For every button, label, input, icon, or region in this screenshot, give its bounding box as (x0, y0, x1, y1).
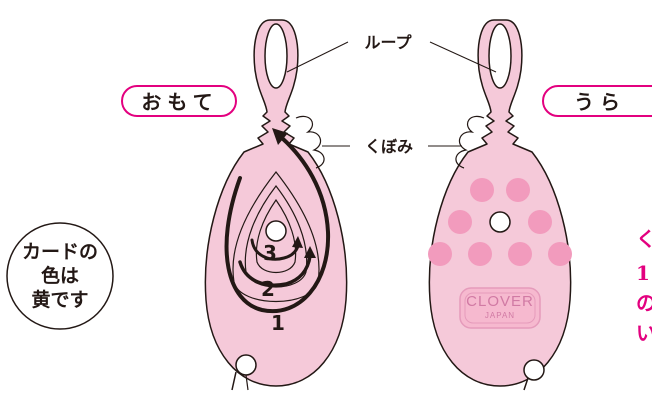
note-line-2: 色は (41, 264, 79, 287)
side-text-2: 1 (636, 261, 650, 285)
note-circle (6, 222, 114, 330)
arrow-path-1 (224, 136, 331, 314)
note-line-3: 黄です (31, 288, 88, 311)
front-pill-shape (121, 85, 237, 117)
side-text-1: く (636, 227, 652, 251)
back-dot (506, 178, 530, 202)
back-pill: うら (542, 85, 652, 117)
front-bottom-slit (231, 371, 237, 391)
dent-scribble-right (455, 115, 485, 169)
back-bottom-slit (523, 377, 529, 391)
back-dot (548, 242, 572, 266)
front-guide-outer (232, 171, 320, 303)
front-bottom-hole (235, 354, 257, 376)
arrow-head-3 (292, 236, 303, 248)
step-number-1: 1 (271, 311, 285, 335)
dent-scribble-left (295, 115, 325, 169)
back-dot (468, 242, 492, 266)
dent-label: くぼみ (365, 137, 413, 156)
back-center-hole (489, 211, 511, 233)
side-text-4: い (636, 321, 652, 345)
back-label: うら (574, 90, 626, 114)
step-number-3: 3 (263, 241, 277, 265)
front-label: おもて (141, 90, 218, 114)
step-number-2: 2 (261, 277, 275, 301)
front-pill: おもて (121, 85, 237, 117)
side-text-3: の (636, 291, 652, 315)
front-card (204, 19, 348, 391)
logo-badge-inner (464, 292, 536, 324)
arrow-head-2 (304, 246, 316, 258)
back-dot (528, 210, 552, 234)
back-card (428, 19, 572, 391)
logo-brand-text: CLOVER (466, 293, 534, 310)
back-dot (448, 210, 472, 234)
back-pill-shape (542, 85, 652, 117)
front-center-hole (265, 220, 287, 242)
loop-leader-left (286, 41, 349, 73)
arrow-head-1 (272, 128, 288, 145)
card-color-note: カードの 色は 黄です (6, 222, 114, 330)
back-dot (470, 178, 494, 202)
back-bottom-hole (523, 359, 545, 381)
front-loop-hole (264, 23, 288, 89)
back-dot (508, 242, 532, 266)
arrow-path-3 (250, 238, 300, 261)
note-line-1: カードの (22, 241, 98, 263)
logo-country-text: JAPAN (485, 311, 515, 320)
front-guide-mid (244, 185, 308, 288)
arrow-path-2 (238, 254, 312, 287)
logo-badge (459, 287, 541, 329)
back-dot (428, 242, 452, 266)
loop-callout (286, 41, 497, 73)
front-guide-inner (255, 198, 297, 274)
loop-leader-right (429, 41, 497, 73)
front-bottom-slit-edge (245, 374, 249, 391)
loop-label: ループ (364, 33, 412, 52)
back-loop-hole (488, 23, 512, 89)
